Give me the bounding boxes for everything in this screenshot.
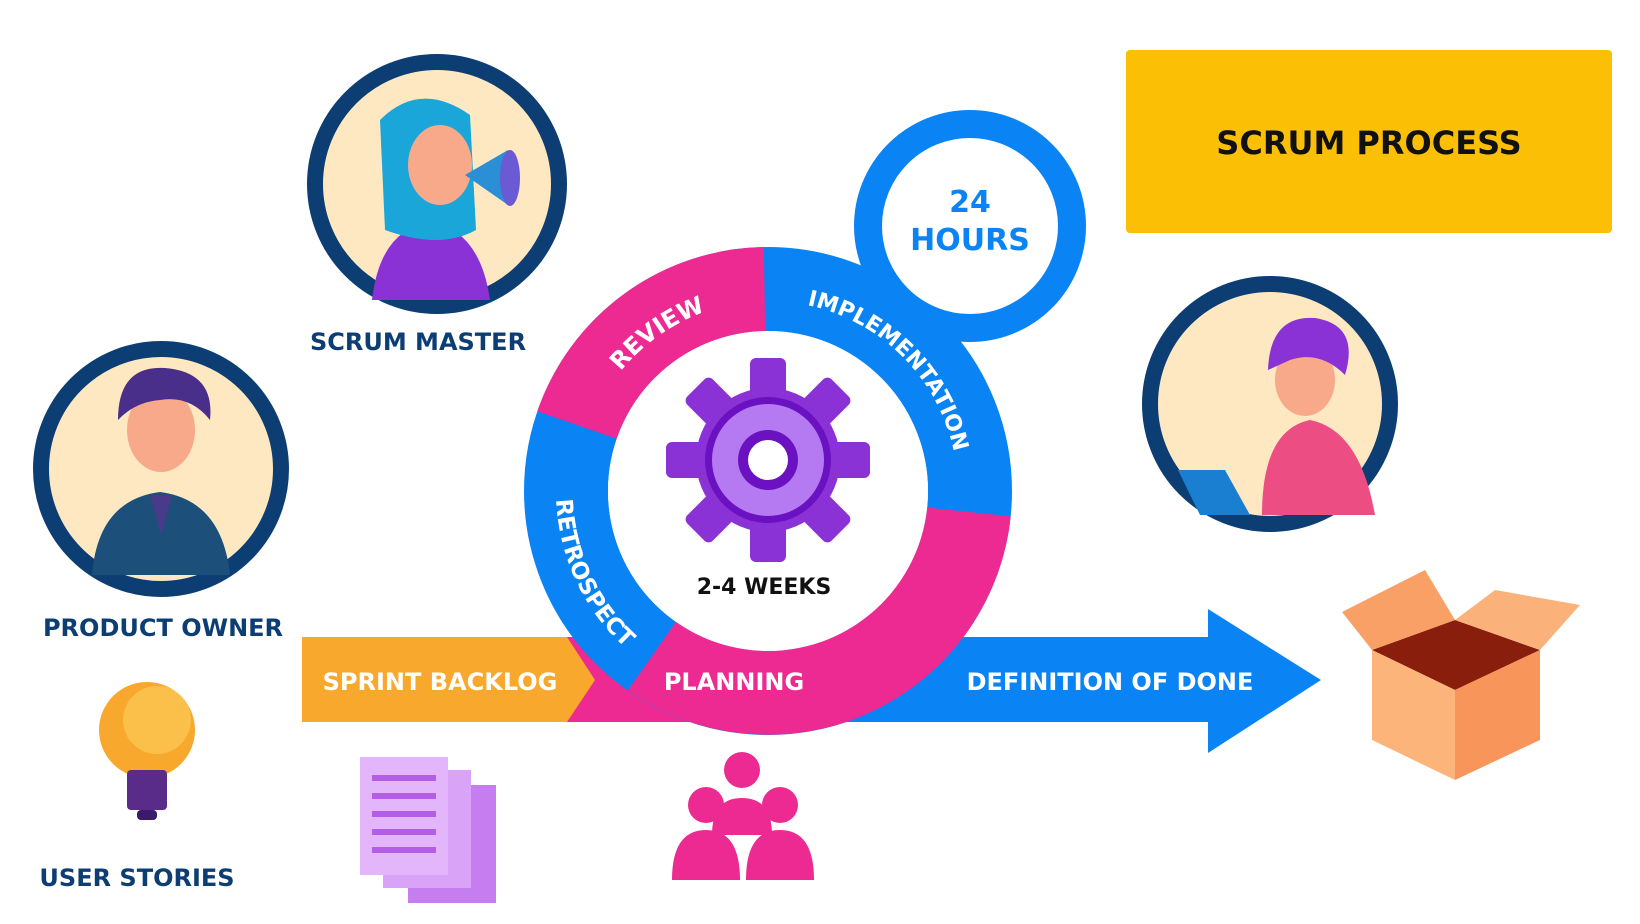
sprint-backlog-band [302,637,595,722]
sprint-cycle-ring: REVIEW IMPLEMENTATION RETROSPECT [524,247,1012,735]
developer-avatar [1142,276,1398,532]
team-icon [672,752,814,880]
product-owner-avatar [33,341,289,597]
documents-icon [360,757,496,903]
scrum-master-label: SCRUM MASTER [310,328,526,356]
daily-cycle-circle: 24 HOURS [854,110,1086,342]
scrum-master-avatar [307,54,567,314]
product-owner-label: PRODUCT OWNER [43,614,283,642]
title-banner: SCRUM PROCESS [1126,50,1612,233]
planning-label: PLANNING [664,668,804,696]
sprint-backlog-label: SPRINT BACKLOG [323,668,558,696]
daily-hours-label: HOURS [910,223,1030,258]
planning-segment [627,506,1011,735]
definition-of-done-label: DEFINITION OF DONE [967,668,1254,696]
review-segment [537,247,767,440]
page-title: SCRUM PROCESS [1216,124,1521,162]
gear-icon [666,358,870,562]
lightbulb-icon [99,682,195,820]
sprint-duration: 2-4 WEEKS [697,575,832,600]
deliverable-box-icon [1342,570,1580,780]
user-stories-label: USER STORIES [39,864,234,892]
daily-hours-number: 24 [949,185,991,220]
